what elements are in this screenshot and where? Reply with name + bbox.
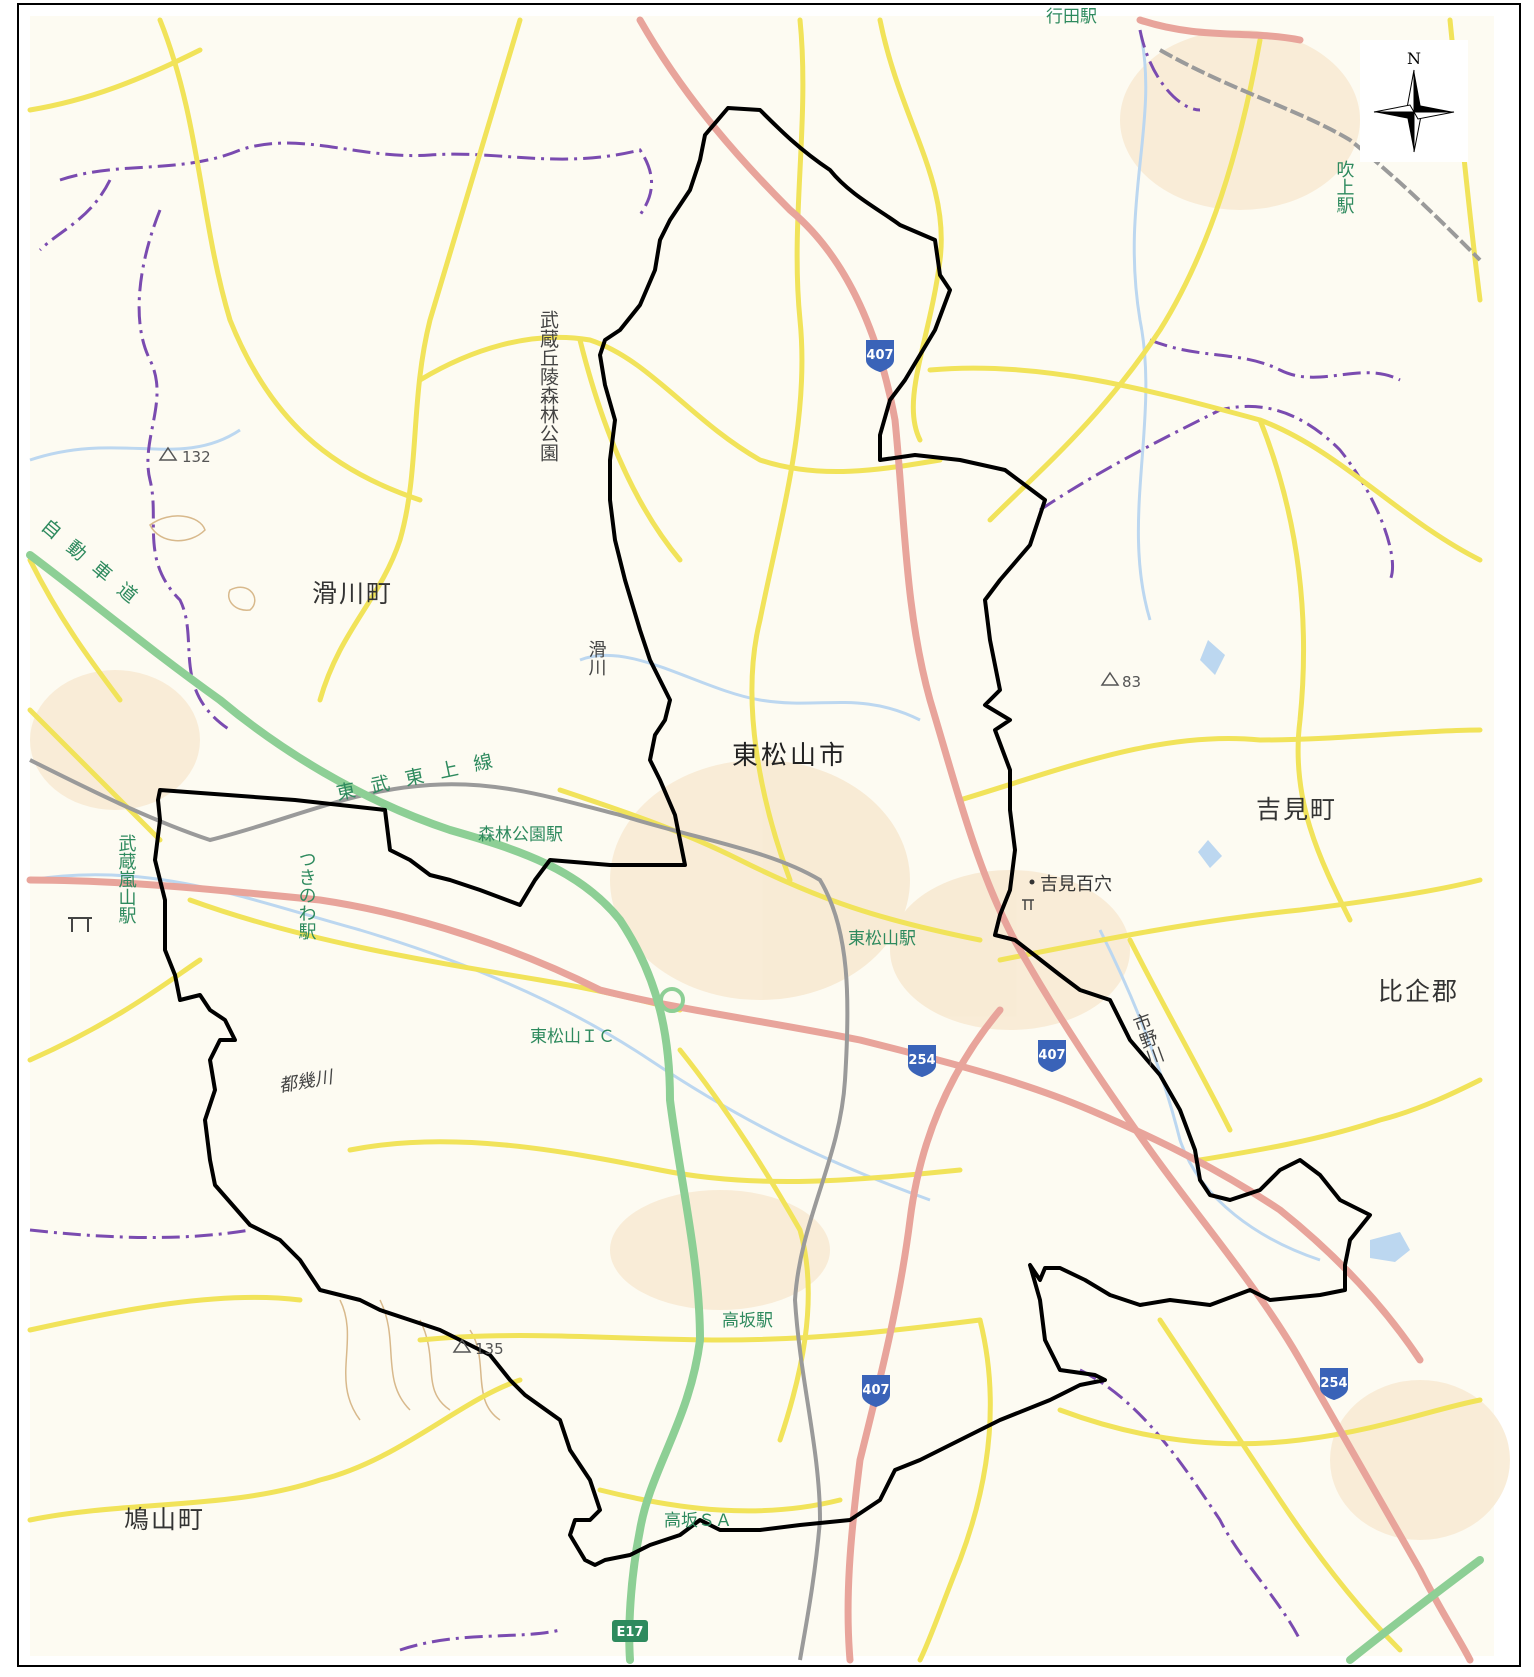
pond — [1370, 1232, 1410, 1262]
station-top-label: 行田駅 — [1046, 7, 1097, 27]
national-roads — [26, 16, 1474, 1664]
peak-135-label: 135 — [475, 1340, 504, 1358]
admin-boundaries — [29, 29, 1401, 1652]
station-ranzan-label: 武蔵嵐山駅 — [116, 834, 137, 925]
route-shield-e17: E17 — [612, 1620, 648, 1642]
route-e17-label: E17 — [617, 1625, 644, 1640]
route-shield-254-center: 254 — [908, 1045, 936, 1077]
triangulation-point-icon — [1100, 671, 1120, 686]
route-407-label: 407 — [1038, 1048, 1065, 1063]
forest-park-label: 武蔵丘陵森林公園 — [537, 310, 559, 462]
compass-north-label: N — [1407, 49, 1421, 68]
yoshimi-town-label: 吉見町 — [1256, 795, 1337, 824]
poi-yoshimi-hyakuana-label: 吉見百穴 — [1040, 874, 1112, 895]
station-fukiage-label: 吹上駅 — [1334, 160, 1355, 215]
expressway — [26, 551, 1484, 1664]
route-407-label: 407 — [866, 348, 893, 363]
peak-83-label: 83 — [1122, 673, 1141, 691]
ic-higashimatsuyama-label: 東松山ＩＣ — [530, 1027, 615, 1047]
pond — [1200, 640, 1225, 675]
station-shinrin-label: 森林公園駅 — [478, 825, 563, 845]
station-tsukinowa-label: つきのわ駅 — [296, 850, 317, 941]
triangulation-point-icon — [158, 446, 178, 461]
route-shield-407-east: 407 — [1038, 1040, 1066, 1072]
peak-132-label: 132 — [182, 448, 211, 466]
route-shield-254-southeast: 254 — [1320, 1368, 1348, 1400]
route-shield-407-south: 407 — [862, 1375, 890, 1407]
shrine-icon — [68, 917, 92, 932]
station-higashimatsuyama-label: 東松山駅 — [848, 929, 916, 949]
route-254-label: 254 — [908, 1053, 935, 1068]
river-namegawa-label: 滑川 — [586, 640, 607, 676]
urban-areas — [30, 30, 1510, 1540]
route-shield-407-north: 407 — [866, 340, 894, 372]
shrine-icon — [1022, 899, 1034, 910]
route-407-label: 407 — [862, 1383, 889, 1398]
city-boundary — [153, 106, 1372, 1567]
local-roads — [27, 17, 1483, 1663]
namegawa-town-label: 滑川町 — [312, 579, 393, 608]
hiki-county-label: 比企郡 — [1378, 977, 1459, 1006]
poi-dot — [1029, 879, 1035, 885]
triangulation-point-icon — [452, 1338, 472, 1353]
hatoyama-town-label: 鳩山町 — [124, 1505, 205, 1534]
sa-takasaka-label: 高坂ＳＡ — [664, 1511, 732, 1531]
compass-rose-icon[interactable]: N — [1360, 40, 1468, 162]
station-takasaka-label: 高坂駅 — [722, 1311, 773, 1331]
route-254-label: 254 — [1320, 1376, 1347, 1391]
ic-junction — [659, 987, 685, 1013]
contour-lines — [149, 515, 501, 1421]
pond — [1198, 840, 1222, 868]
city-label: 東松山市 — [732, 741, 848, 771]
railways — [29, 48, 1482, 1661]
